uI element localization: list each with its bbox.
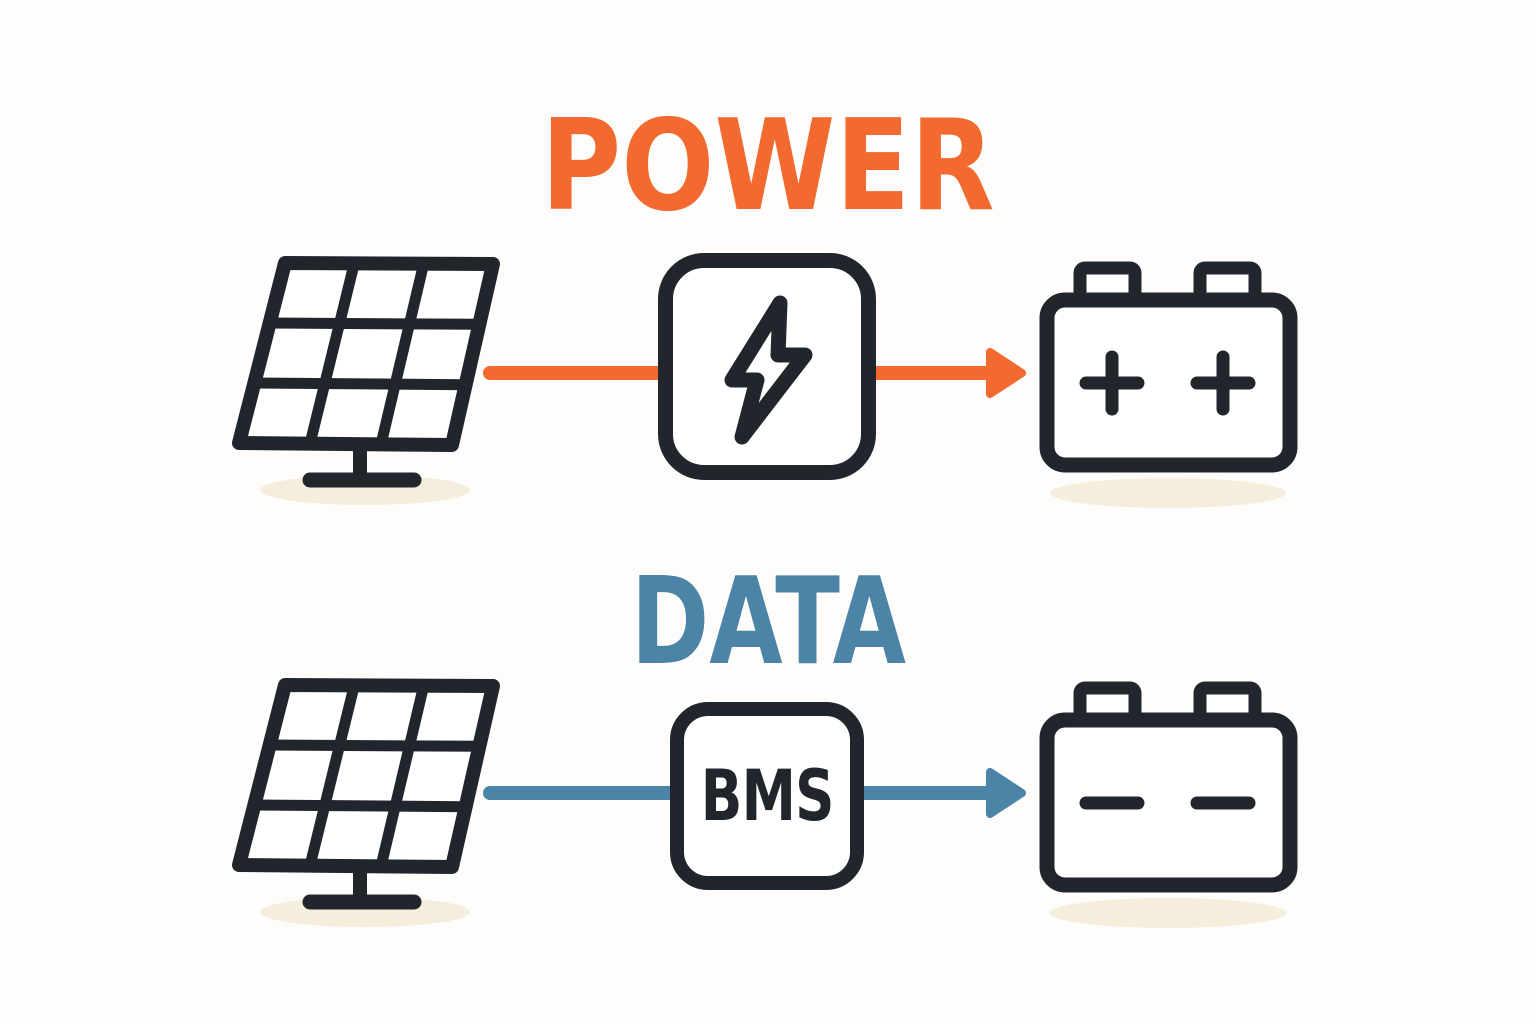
data-title: DATA: [0, 563, 1536, 683]
panel-grid-line: [375, 684, 430, 868]
battery-body: [1039, 712, 1298, 893]
data-title-text: DATA: [630, 553, 906, 692]
power-title-text: POWER: [541, 92, 995, 239]
data-flow-arrow: [483, 768, 1026, 818]
data-arrowhead-icon: [986, 768, 1026, 818]
battery-shadow: [1050, 478, 1286, 508]
battery-body: [1039, 292, 1298, 473]
panel-face: [232, 256, 500, 452]
power-arrowhead-icon: [986, 348, 1026, 398]
panel-grid-line: [304, 683, 360, 868]
solar-panel-icon: [232, 256, 500, 505]
bms-box: BMS: [670, 702, 864, 890]
power-flow-arrow: [483, 348, 1026, 398]
bms-label: BMS: [700, 755, 835, 837]
panel-grid-line: [269, 317, 480, 330]
panel-grid-line: [269, 739, 480, 752]
power-title: POWER: [0, 103, 1536, 229]
panel-grid-line: [375, 262, 430, 446]
battery-icon: [1039, 261, 1298, 508]
lightning-bolt-icon: [724, 295, 813, 445]
lightning-bolt-path: [724, 295, 813, 445]
battery-plus-signs: [1079, 350, 1256, 416]
panel-grid-line: [304, 261, 360, 446]
panel-grid-line: [254, 377, 466, 391]
panel-grid-line: [254, 799, 466, 813]
battery-icon: [1039, 681, 1298, 928]
solar-panel-icon: [232, 678, 500, 927]
battery-shadow: [1050, 898, 1286, 928]
panel-face: [232, 678, 500, 874]
